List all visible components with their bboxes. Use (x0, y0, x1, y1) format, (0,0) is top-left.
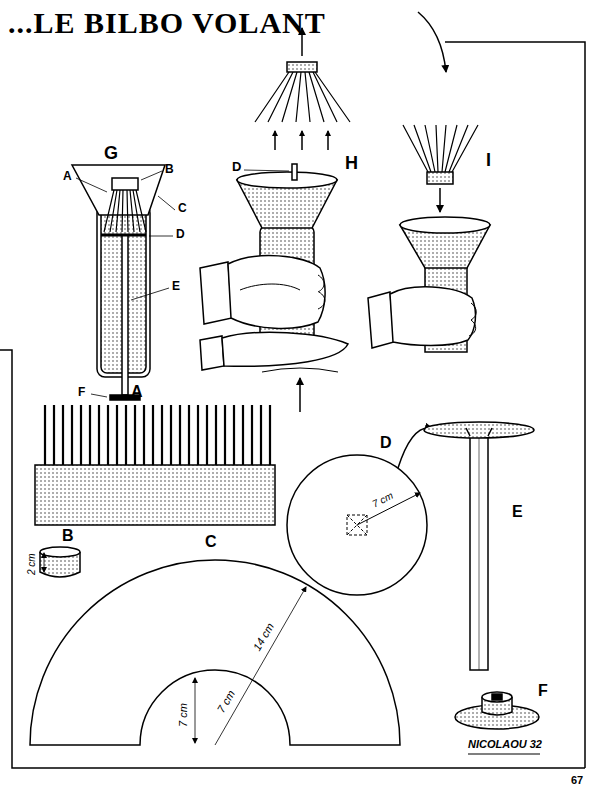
dimension: 2 cm (27, 552, 37, 576)
page-number: 67 (571, 774, 583, 787)
part-letter: B (165, 163, 174, 177)
part-letter: D (176, 228, 185, 242)
launch-drawing (200, 28, 350, 412)
page-title: ...LE BILBO VOLANT (8, 6, 326, 41)
cone-pattern (30, 560, 540, 754)
figure-letter: H (345, 153, 358, 174)
part-letter: A (131, 383, 143, 401)
figure-letter: I (486, 150, 491, 171)
dimension: 14 cm (251, 620, 277, 653)
section-drawing (72, 165, 175, 400)
dimension: 7 cm (178, 702, 189, 728)
dimension: 7 cm (370, 490, 396, 510)
cork-part (40, 547, 80, 577)
catch-drawing (368, 12, 490, 352)
comb-part (35, 405, 275, 525)
foot-part (455, 692, 539, 729)
page-frame (0, 42, 585, 768)
part-letter: A (63, 170, 72, 184)
dimension: 7 cm (215, 688, 237, 716)
part-letter: D (380, 434, 392, 452)
part-letter: D (232, 160, 241, 175)
part-letter: F (538, 682, 548, 700)
signature: NICOLAOU 32 (468, 738, 542, 751)
part-letter: E (172, 280, 180, 294)
part-letter: B (62, 527, 74, 545)
stick-part (424, 422, 534, 670)
figure-letter: G (104, 143, 118, 164)
part-letter: E (512, 503, 523, 521)
part-letter: C (178, 202, 187, 216)
part-letter: C (205, 533, 217, 551)
part-letter: F (78, 386, 85, 400)
disc-part (287, 428, 432, 595)
